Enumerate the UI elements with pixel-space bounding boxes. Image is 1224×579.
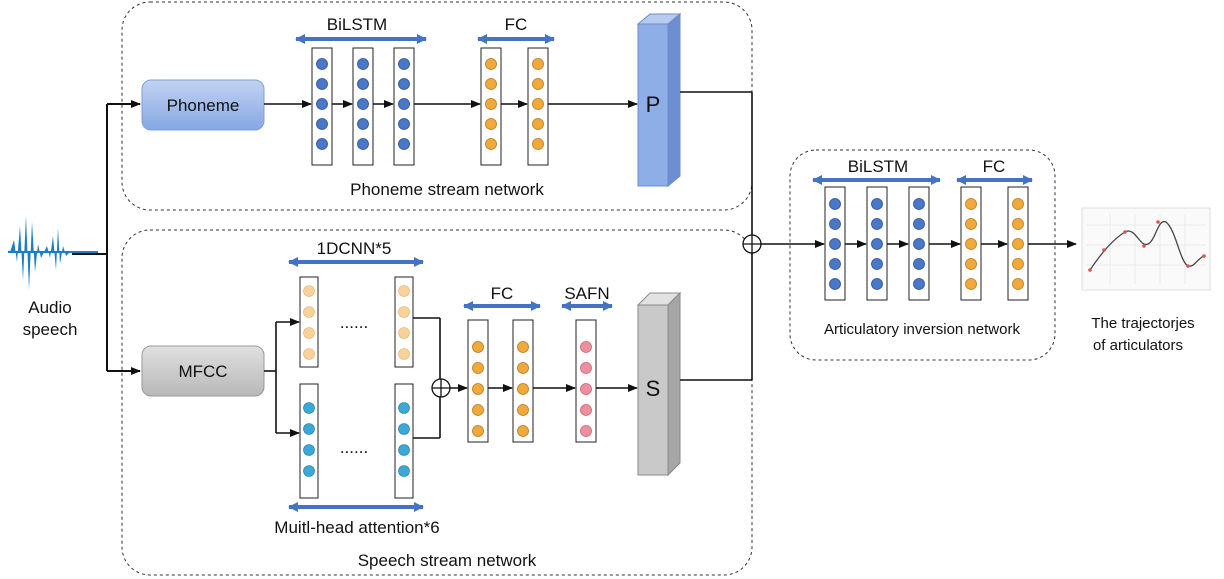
phoneme-stream-network-label: Phoneme stream network (350, 180, 544, 199)
safn-nodes (580, 341, 592, 437)
audio-speech-label-line2: speech (23, 320, 78, 339)
mfcc-box-label: MFCC (178, 362, 227, 381)
mfcc-branch-connector (264, 318, 300, 437)
phoneme-layer-columns (311, 47, 549, 166)
attention-ellipsis: ...... (340, 438, 368, 457)
cnn-label: 1DCNN*5 (317, 239, 392, 258)
waveform-icon (8, 216, 98, 290)
speech-fc-nodes (472, 341, 529, 437)
phoneme-bilstm-label: BiLSTM (327, 15, 387, 34)
inversion-fc-label: FC (983, 157, 1006, 176)
speech-stream-network-label: Speech stream network (358, 551, 537, 570)
speech-stream-container (121, 229, 753, 576)
attention-nodes (303, 402, 410, 477)
cnn-ellipsis: ...... (340, 313, 368, 332)
inversion-bilstm-label: BiLSTM (848, 157, 908, 176)
speech-sum-node (431, 378, 451, 398)
phoneme-stream-container (121, 1, 753, 211)
cnn-nodes (303, 285, 410, 360)
fusion-connector (680, 91, 825, 381)
speech-fc-label: FC (491, 284, 514, 303)
attention-column-first (299, 383, 319, 499)
phoneme-box-label: Phoneme (167, 96, 240, 115)
speech-fc-column-1 (467, 319, 489, 443)
inversion-fc-nodes (965, 198, 1024, 290)
output-label-line2: of articulators (1093, 337, 1183, 354)
s-block-label: S (646, 376, 661, 401)
cnn-column-last (394, 276, 414, 368)
phoneme-box (141, 79, 265, 131)
audio-speech-label-line1: Audio (28, 298, 71, 317)
s-block (636, 291, 682, 477)
inversion-network-label: Articulatory inversion network (824, 321, 1020, 338)
phoneme-nodes (316, 58, 544, 150)
speech-fc-column-2 (512, 319, 534, 443)
attention-column-last (394, 383, 414, 499)
p-block-label: P (646, 92, 661, 117)
p-block (636, 12, 682, 188)
fusion-sum-node (742, 234, 762, 254)
speech-merge-connector (413, 317, 450, 439)
cnn-column-first (299, 276, 319, 368)
inversion-network-container (789, 149, 1056, 361)
output-label-line1: The trajectorjes (1091, 315, 1194, 332)
safn-column (575, 319, 597, 443)
inversion-bilstm-nodes (829, 198, 925, 290)
attention-label: Muitl-head attention*6 (274, 518, 439, 537)
trajectory-plot-thumbnail (1081, 207, 1211, 291)
safn-label: SAFN (564, 284, 609, 303)
input-split-connector (72, 100, 141, 375)
phoneme-fc-label: FC (505, 15, 528, 34)
